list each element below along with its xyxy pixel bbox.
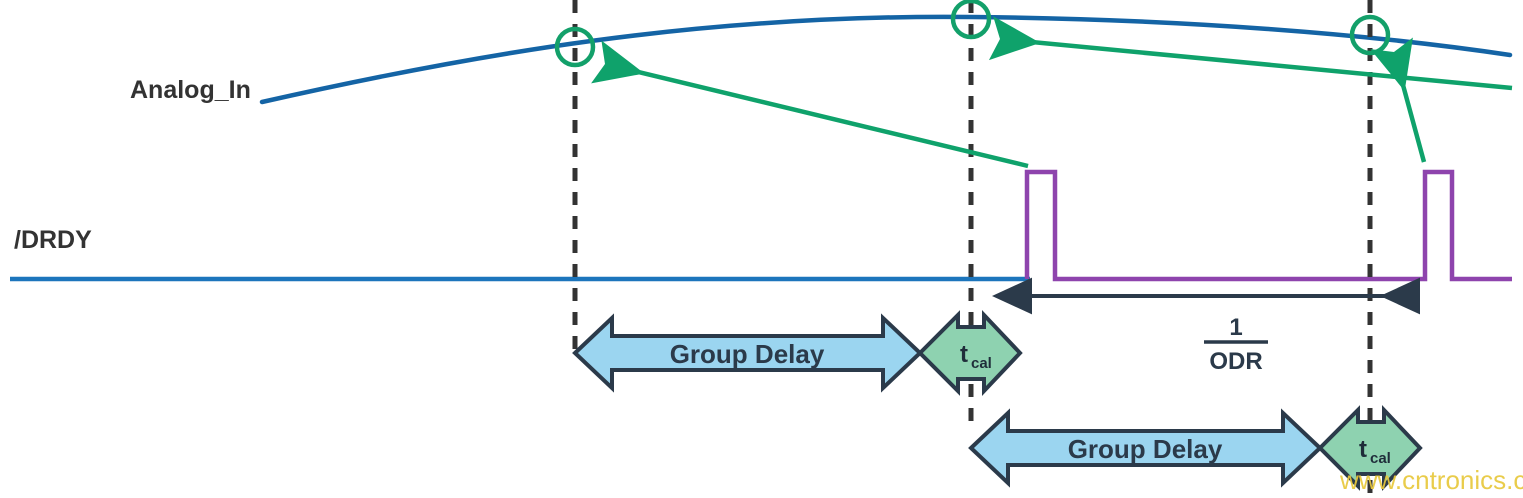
tcal-arrow-bottom [1317,404,1423,492]
callout-arrow-2 [988,16,1513,91]
group-delay-label-bottom: Group Delay [1068,434,1223,464]
analog-in-trace [259,14,1513,105]
odr-denominator-label: ODR [1209,348,1262,375]
callout-arrow-1 [591,40,1029,169]
watermark-label: www.cntronics.com [1339,465,1523,495]
tcal-arrow-top [917,309,1023,397]
tcal-subscript-top: cal [971,355,992,372]
sample-point-marker-3 [1349,14,1391,56]
callout-arrow-3 [1370,37,1427,163]
group-delay-label-top: Group Delay [670,339,825,369]
tcal-label-bottom: t [1359,436,1367,463]
odr-numerator-label: 1 [1229,314,1242,341]
drdy-pulse-trace [1024,169,1512,282]
drdy-label: /DRDY [14,226,92,254]
analog-in-label: Analog_In [130,76,251,104]
tcal-label-top: t [960,341,968,368]
tcal-subscript-bottom: cal [1370,450,1391,467]
